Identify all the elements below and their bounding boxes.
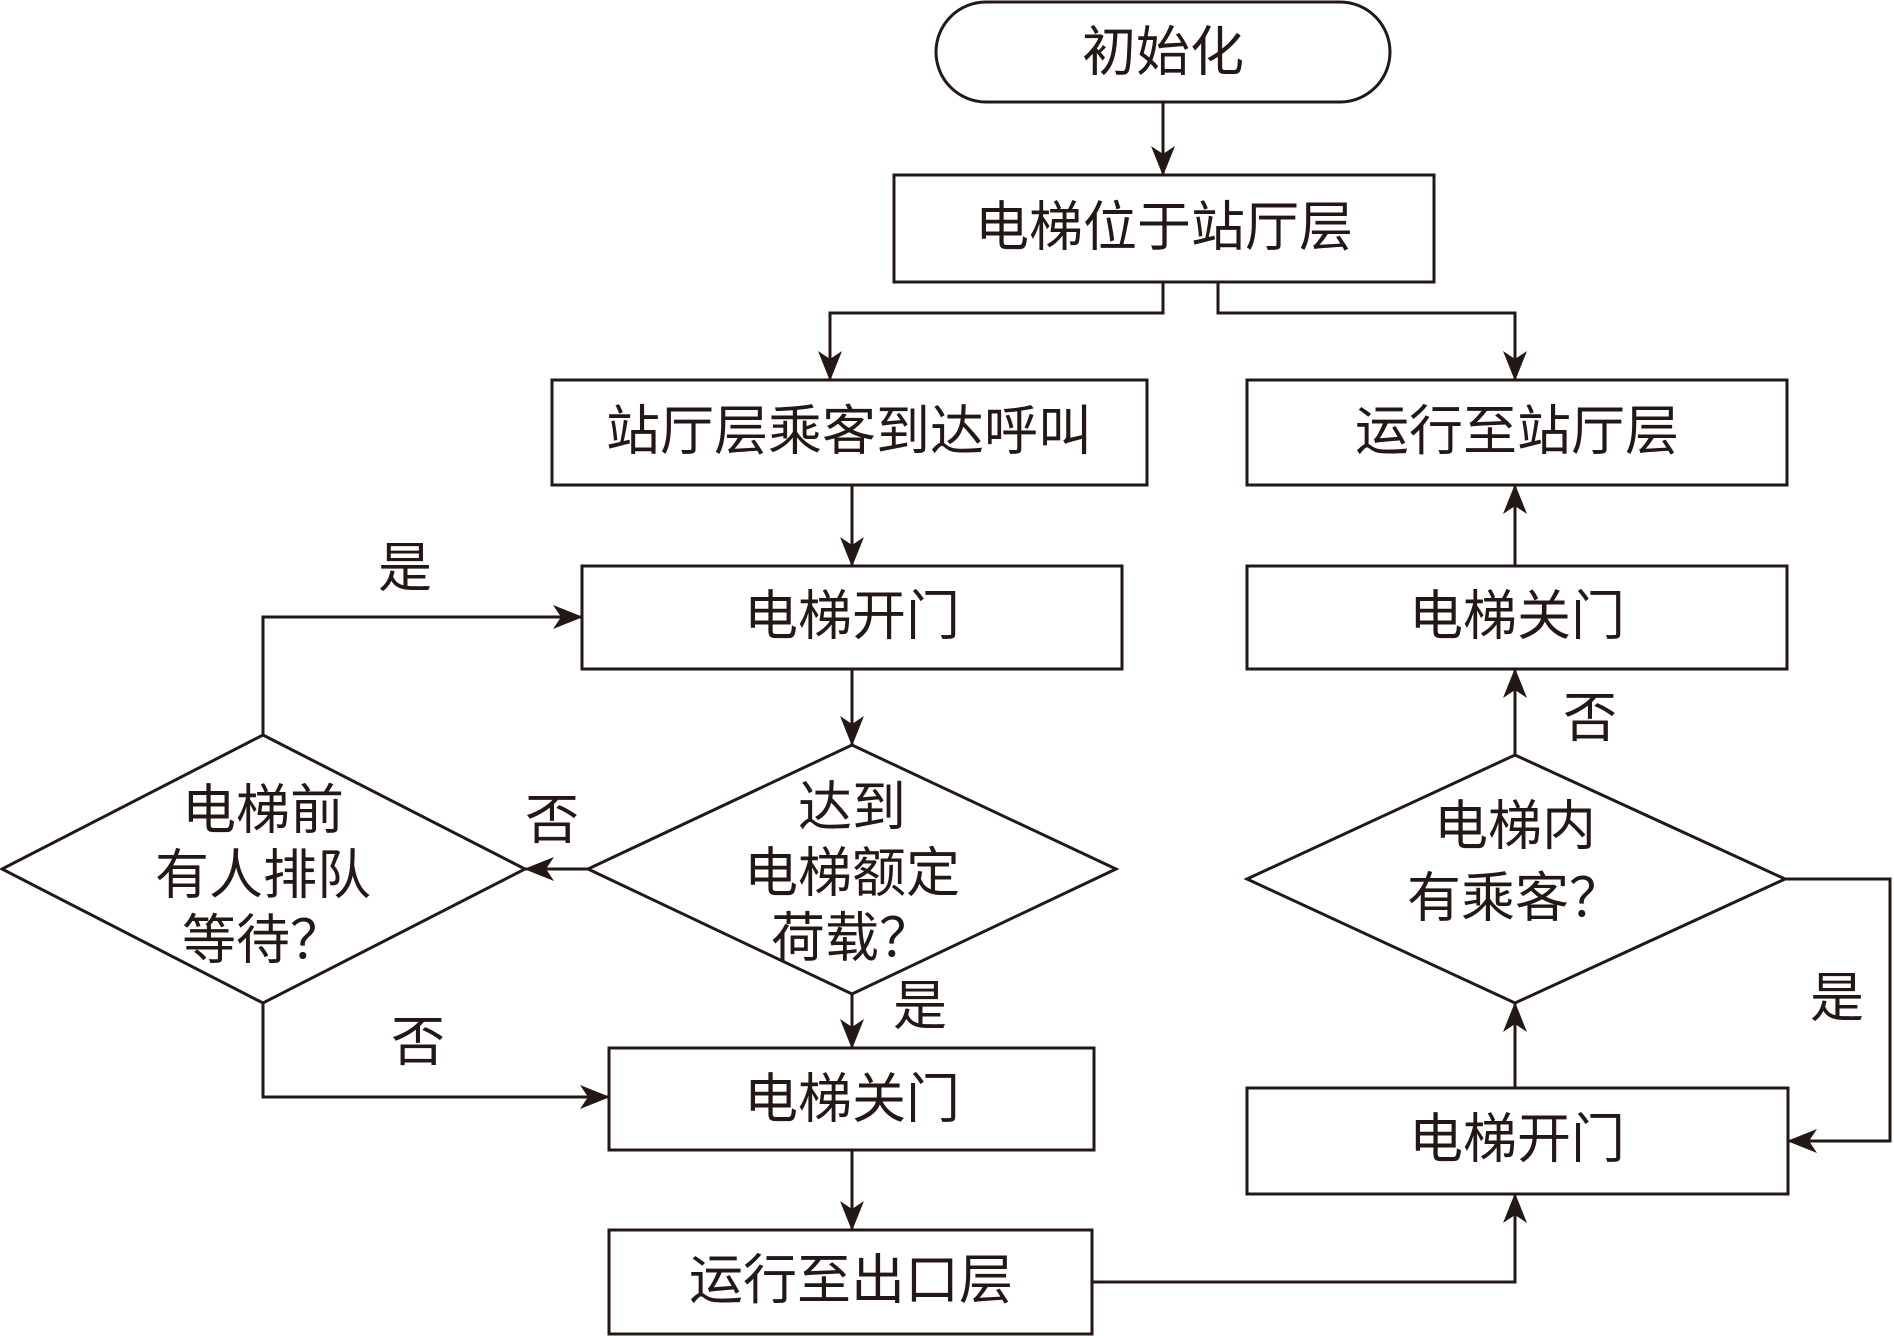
edge-exit-to-open2 [1092,1193,1527,1284]
label-queue-line2: 有人排队 [155,844,371,907]
decision-passengers-inside [1243,753,1789,1005]
edge-label-inside-no: 否 [1563,687,1617,750]
decision-queue [0,733,529,1005]
edge-label-load-no: 否 [525,789,579,852]
edge-label-load-yes: 是 [893,975,947,1038]
box-door-close-1 [607,1046,1096,1152]
label-rated-load-line1: 达到 [798,776,906,839]
label-door-open-1: 电梯开门 [744,585,960,648]
label-init: 初始化 [1082,21,1244,84]
box-to-exit-floor [607,1228,1094,1336]
label-rated-load-line3: 荷载？ [771,907,933,970]
box-return-lobby [1245,378,1789,487]
box-door-close-2 [1245,564,1789,671]
label-return-lobby: 运行至站厅层 [1355,400,1679,463]
box-passenger-call [550,378,1149,487]
edge-lobby-to-call [818,282,1165,381]
box-door-open-2 [1245,1086,1790,1196]
box-door-open-1 [580,564,1124,671]
edge-lobby-to-return [1216,282,1527,381]
label-queue-line1: 电梯前 [182,779,344,842]
edge-queue-no-to-close [261,1003,610,1109]
label-to-exit-floor: 运行至出口层 [689,1249,1013,1312]
label-door-close-1: 电梯关门 [744,1068,960,1131]
edge-inside-yes-to-open2 [1785,877,1892,1153]
label-at-lobby: 电梯位于站厅层 [975,196,1353,259]
edge-label-inside-yes: 是 [1810,967,1864,1030]
label-inside-line2: 有乘客？ [1407,867,1623,930]
label-door-close-2: 电梯关门 [1409,585,1625,648]
label-door-open-2: 电梯开门 [1409,1108,1625,1171]
edge-queue-yes-to-open [261,605,583,735]
label-passenger-call: 站厅层乘客到达呼叫 [606,400,1092,463]
edge-label-queue-yes: 是 [378,537,432,600]
start-terminator [934,0,1392,104]
label-inside-line1: 电梯内 [1434,795,1596,858]
decision-rated-load [584,743,1120,996]
label-rated-load-line2: 电梯额定 [744,842,960,905]
edge-label-queue-no: 否 [391,1011,445,1074]
label-queue-line3: 等待？ [182,909,344,972]
box-at-lobby [892,173,1436,284]
